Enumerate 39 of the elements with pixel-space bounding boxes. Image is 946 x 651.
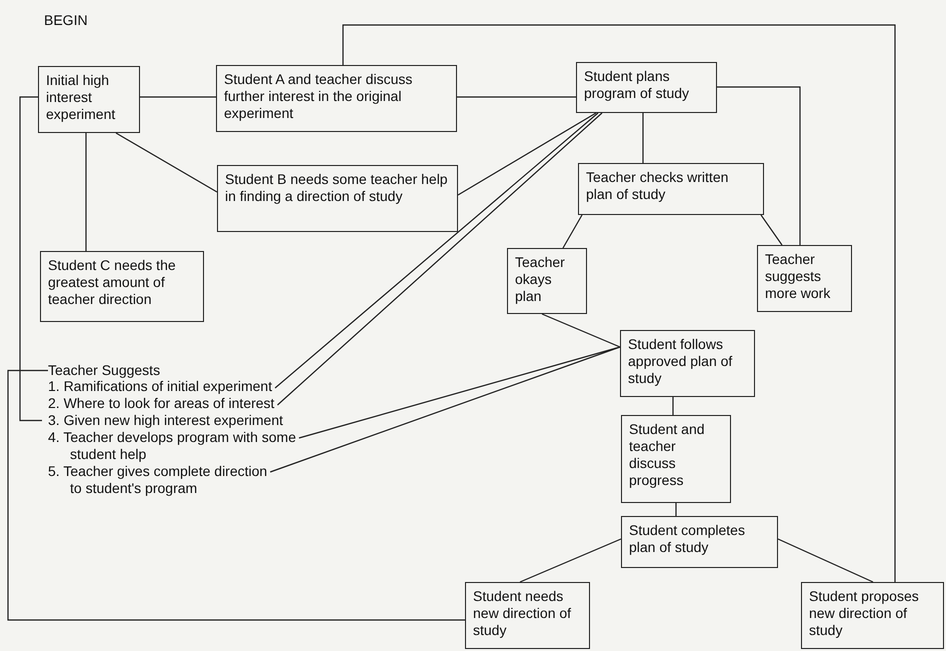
process-box: Student plans program of study	[576, 62, 717, 113]
connector-line	[642, 113, 644, 163]
list-item: 2. Where to look for areas of interest	[48, 395, 274, 412]
connector-line	[458, 112, 596, 196]
process-box: Student completes plan of study	[621, 516, 778, 568]
process-box: Teacher checks written plan of study	[578, 163, 764, 215]
process-box: Student follows approved plan of study	[620, 330, 755, 397]
process-box: Student proposes new direction of study	[801, 582, 944, 649]
process-box: Student needs new direction of study	[465, 582, 590, 649]
list-item: 4. Teacher develops program with some student help	[48, 429, 310, 463]
process-box: Student B needs some teacher help in finding a direction of study	[217, 165, 458, 232]
connector-line	[675, 503, 677, 516]
connector-line	[542, 313, 620, 348]
process-box: Teacher okays plan	[507, 248, 587, 314]
connector-line	[270, 346, 620, 473]
process-box: Student C needs the greatest amount of teacher direction	[40, 251, 204, 322]
list-heading: Teacher Suggests	[48, 362, 160, 379]
connector-line	[778, 538, 874, 583]
connector-line	[7, 370, 465, 621]
connector-line	[19, 96, 42, 422]
process-box: Initial high interest experiment	[38, 66, 140, 133]
list-item: 1. Ramifications of initial experiment	[48, 378, 272, 395]
connector-line	[520, 538, 622, 583]
list-item: 5. Teacher gives complete direction to student's program	[48, 463, 276, 497]
connector-line	[562, 214, 583, 248]
connector-line	[760, 214, 782, 246]
process-box: Student A and teacher discuss further interest in the original experiment	[216, 65, 457, 132]
connector-line	[457, 96, 576, 98]
connector-line	[717, 86, 801, 245]
connector-line	[298, 346, 620, 439]
start-label: BEGIN	[44, 12, 88, 28]
process-box: Student and teacher discuss progress	[621, 415, 731, 503]
connector-line	[672, 397, 674, 415]
process-box: Teacher suggests more work	[757, 245, 852, 312]
connector-line	[85, 133, 87, 251]
list-item: 3. Given new high interest experiment	[48, 412, 284, 429]
connector-line	[116, 132, 218, 193]
connector-line	[140, 96, 216, 98]
connector-line	[342, 24, 896, 582]
